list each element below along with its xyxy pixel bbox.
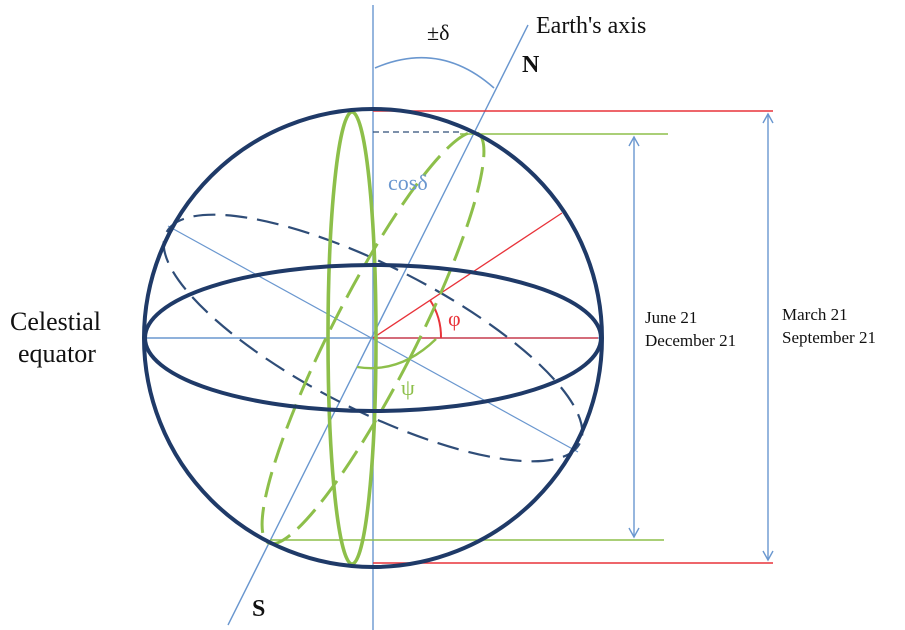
psi-arc [356,338,437,370]
phi-radius-line [372,212,563,339]
december-label: December 21 [645,331,736,350]
march-label: March 21 [782,305,848,324]
celestial-label-line1: Celestial [10,307,101,336]
phi-label: φ [448,306,461,331]
cos-delta-label: cosδ [388,170,428,195]
delta-arc [374,56,495,89]
green-solid-meridian [326,110,378,566]
september-label: September 21 [782,328,876,347]
tilted-equator-ellipse [162,213,584,463]
south-label: S [252,596,265,622]
tilted-equator-line [167,225,579,453]
earth-axis-label: Earth's axis [536,13,646,39]
celestial-equator-ellipse [143,263,603,413]
delta-label: ±δ [427,20,449,45]
phi-arc [429,299,443,339]
earth-axis-line [227,24,529,626]
psi-label: ψ [401,375,415,400]
celestial-label-line2: equator [18,339,96,368]
north-label: N [522,52,540,78]
june-label: June 21 [645,308,697,327]
